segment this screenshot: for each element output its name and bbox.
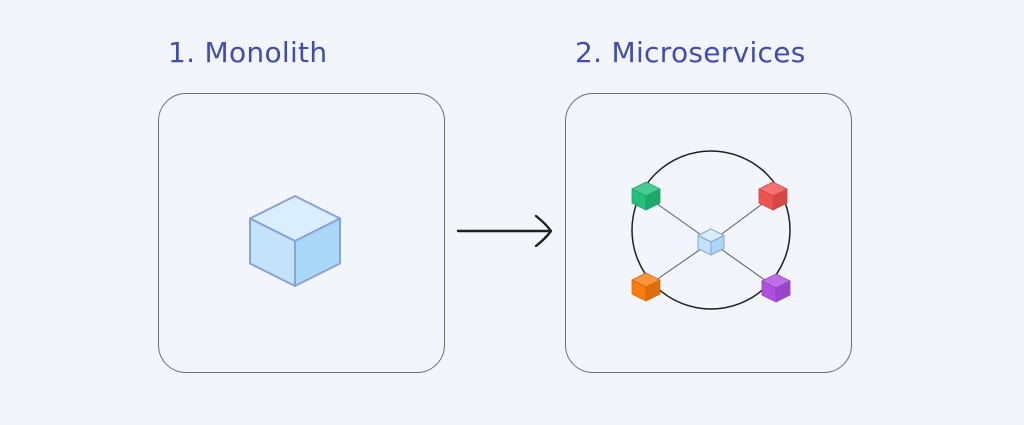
arrow-head — [534, 214, 553, 248]
microservices-title: 2. Microservices — [575, 36, 806, 69]
monolith-title: 1. Monolith — [168, 36, 328, 69]
monolith-panel — [158, 93, 445, 373]
transition-arrow-icon — [456, 214, 553, 248]
microservices-panel — [565, 93, 852, 373]
